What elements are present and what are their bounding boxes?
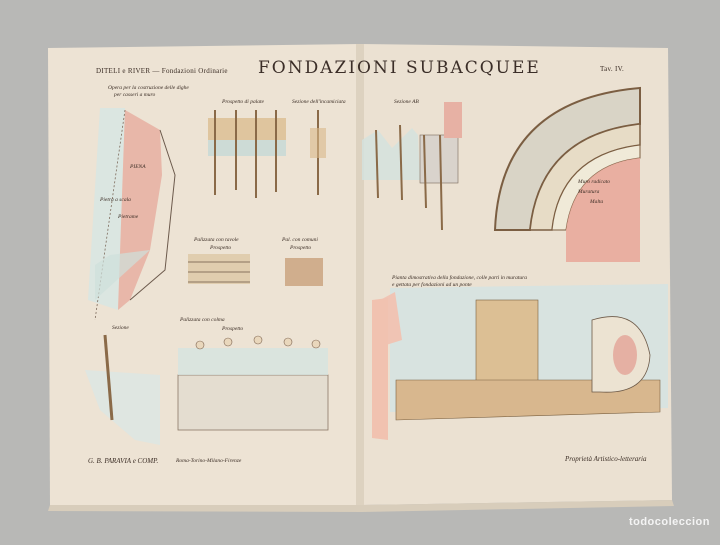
label-sezione-ab: Sezione AB: [394, 99, 419, 105]
watermark: todocoleccion: [628, 516, 710, 528]
label-prospetto: Prospetto: [210, 245, 232, 251]
label-malta: Malta: [590, 199, 604, 205]
label-sezione-incamiciata: Sezione dell'incamiciata: [292, 99, 346, 105]
dam-section-drawing: [88, 108, 176, 321]
publisher-cities: Roma-Torino-Milano-Firenze: [176, 458, 242, 464]
header-left: DITELI e RIVER — Fondazioni Ordinarie: [96, 67, 228, 75]
label-prospetto-3: Prospetto: [222, 326, 244, 332]
label-pietrame: Pietrame: [118, 214, 139, 220]
label-sezione: Sezione: [112, 325, 129, 331]
page-edge: [48, 500, 674, 512]
plate-number: Tav. IV.: [600, 65, 625, 73]
label-opera: Opera per la costruzione delle dighe: [108, 85, 189, 91]
label-prospetto-2: Prospetto: [290, 245, 312, 251]
label-palizzata-colma: Palizzata con colma: [180, 317, 225, 323]
plank-palisade-drawing: [188, 254, 323, 286]
label-prospetto-palate: Prospetto di palate: [222, 99, 264, 105]
label-pianta-fondazione-2: e gettata per fondazioni ad un ponte: [392, 282, 472, 288]
rights-notice: Proprietà Artistico-letteraria: [565, 455, 647, 463]
publisher: G. B. PARAVIA e COMP.: [88, 457, 159, 465]
label-pal-comuni: Pal. con comuni: [282, 237, 318, 243]
crowned-palisade-drawing: [85, 334, 329, 445]
plate-title: FONDAZIONI SUBACQUEE: [258, 58, 541, 78]
label-pianta-fondazione: Pianta dimostrativa della fondazione, co…: [392, 275, 528, 281]
label-muro-radicato: Muro radicato: [578, 179, 611, 185]
pile-prospect-drawing: [208, 110, 326, 198]
book-gutter: [356, 44, 364, 505]
label-piena: PIENA: [130, 164, 146, 170]
label-palizzata-tavole: Palizzata con tavole: [194, 237, 239, 243]
foundation-plan-drawing: [372, 284, 668, 440]
label-pietra-scala: Pietra a scala: [100, 197, 131, 203]
section-ab-drawing: [362, 102, 462, 231]
label-opera-2: per casseri a muro: [114, 92, 156, 98]
cofferdam-plan-drawing: [493, 86, 641, 262]
label-muratura: Muratura: [578, 189, 600, 195]
